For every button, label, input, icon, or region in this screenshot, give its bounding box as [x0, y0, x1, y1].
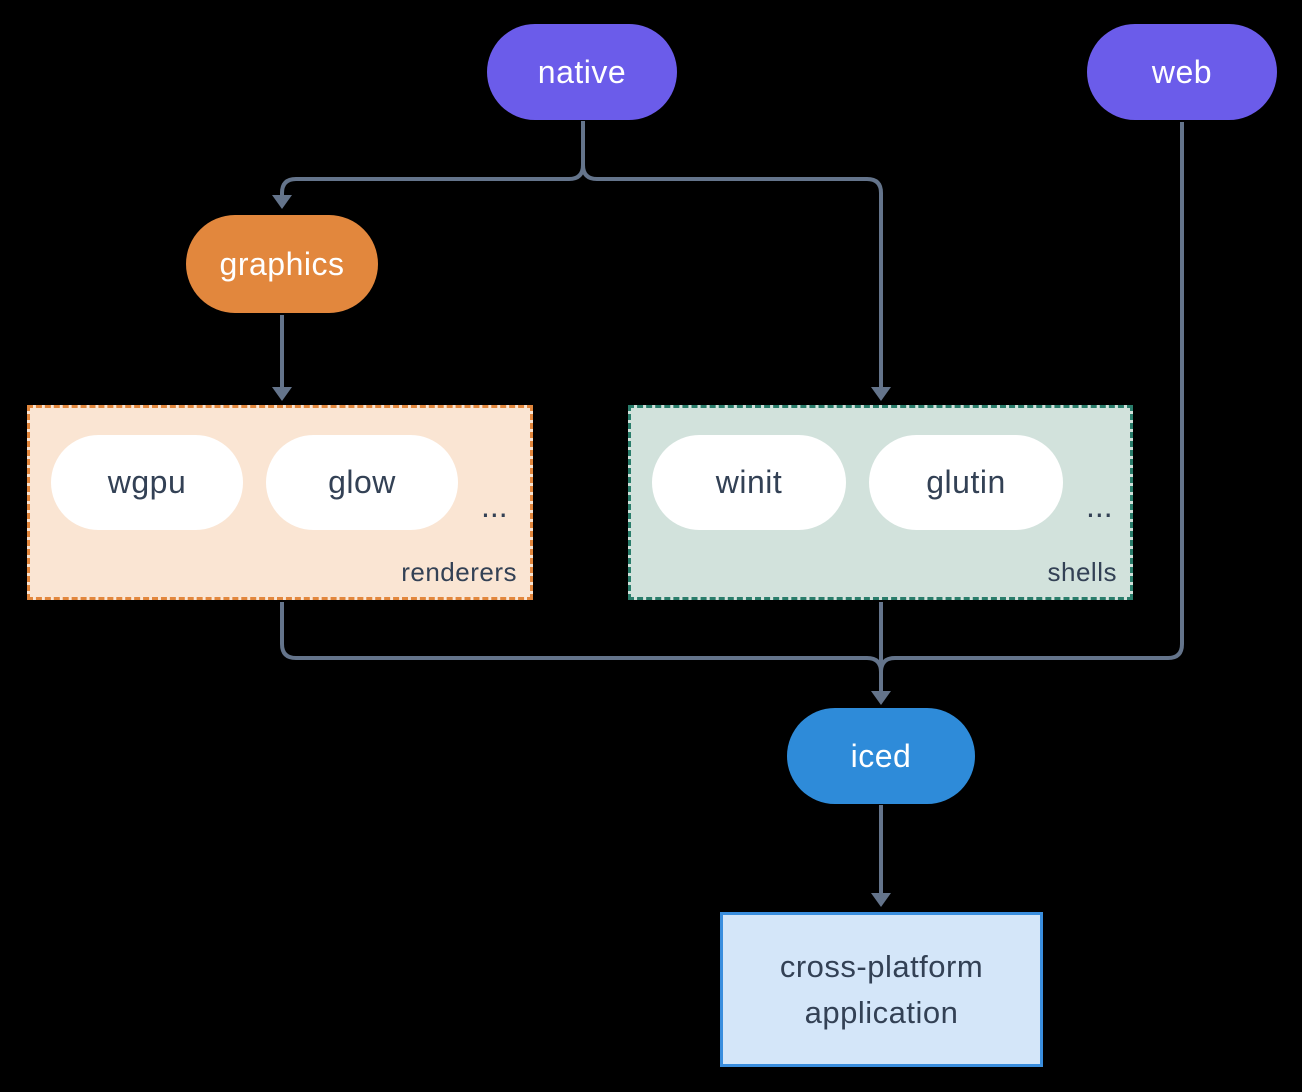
arrowhead-into-graphics [272, 195, 292, 209]
renderer-pill-wgpu: wgpu [51, 435, 243, 530]
edge-native-to-graphics [280, 121, 585, 195]
group-shells: winit glutin ... shells [628, 405, 1133, 600]
arrowhead-into-renderers [272, 387, 292, 401]
edge-renderers-to-iced [280, 602, 883, 691]
arrowhead-into-shells [871, 387, 891, 401]
renderer-pill-glow: glow [266, 435, 458, 530]
shells-ellipsis: ... [1086, 487, 1113, 524]
shell-pill-glutin: glutin [869, 435, 1063, 530]
node-web-label: web [1151, 53, 1213, 90]
node-native: native [487, 24, 677, 120]
application-box-label: cross-platform application [779, 948, 984, 1030]
renderers-group-label: renderers [401, 557, 517, 587]
node-native-label: native [537, 53, 627, 90]
arrowhead-into-application [871, 893, 891, 907]
node-graphics-label: graphics [219, 245, 345, 282]
renderer-pill-glow-label: glow [328, 464, 396, 500]
node-graphics: graphics [186, 215, 378, 313]
shells-group-label: shells [1047, 557, 1117, 587]
edge-native-to-shells [581, 164, 883, 387]
node-web: web [1087, 24, 1277, 120]
shell-pill-glutin-label: glutin [926, 464, 1006, 500]
group-renderers: wgpu glow ... renderers [27, 405, 533, 600]
node-iced: iced [787, 708, 975, 804]
renderer-pill-wgpu-label: wgpu [107, 464, 187, 500]
node-iced-label: iced [850, 737, 912, 774]
shell-pill-winit: winit [652, 435, 846, 530]
renderers-ellipsis: ... [481, 487, 508, 524]
application-box: cross-platform application [720, 912, 1043, 1067]
shell-pill-winit-label: winit [715, 464, 783, 500]
arrowhead-into-iced [871, 691, 891, 705]
